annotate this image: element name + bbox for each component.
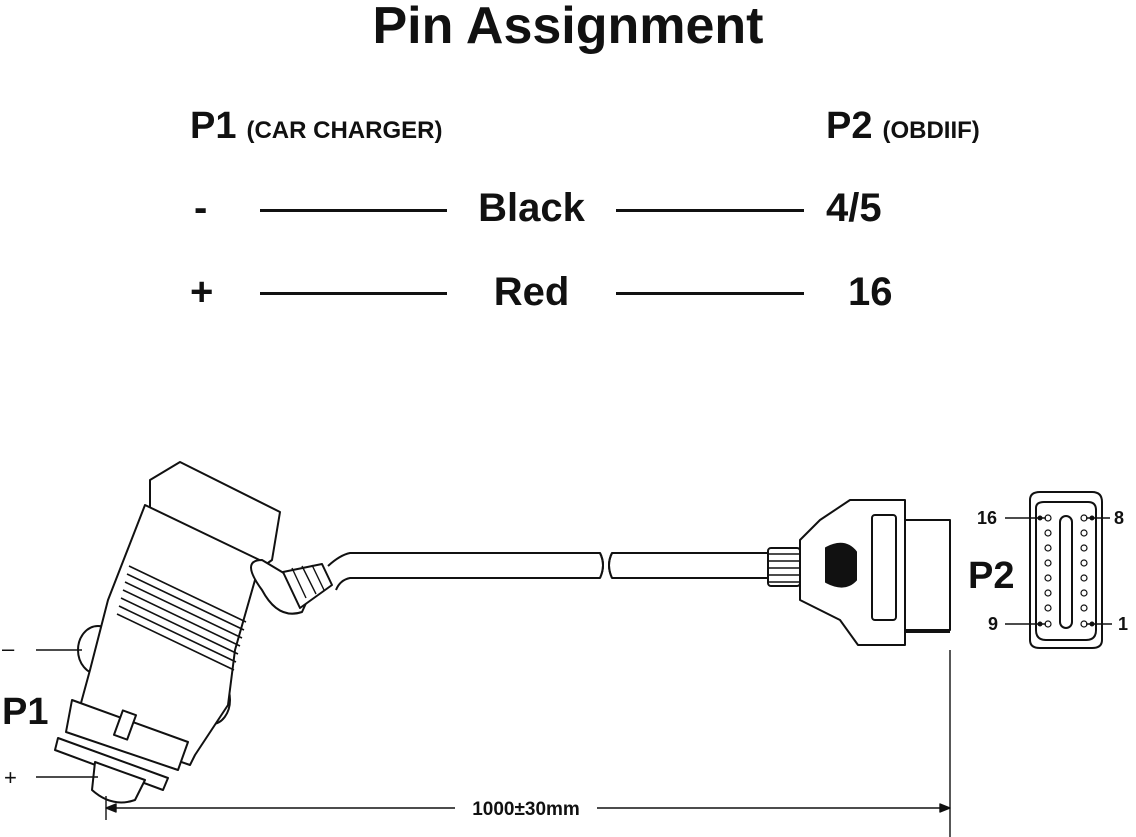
p1-header-label: P1 xyxy=(190,105,237,147)
row-1-wire-color: Black xyxy=(478,186,585,230)
row-1-line-right xyxy=(616,209,804,212)
p1-header-sub: (CAR CHARGER) xyxy=(246,117,443,144)
plug-flange xyxy=(54,737,169,791)
pinout-pins xyxy=(1044,514,1088,628)
car-charger-plug xyxy=(54,461,333,804)
row-2-line-left xyxy=(260,292,447,295)
drawing-p1-label: P1 xyxy=(2,691,48,733)
minus-terminal-label: – xyxy=(2,636,15,661)
p1-header: P1 (CAR CHARGER) xyxy=(190,105,442,148)
plug-grip-ribs xyxy=(116,565,247,671)
p2-header-label: P2 xyxy=(826,105,873,147)
obd-plug-face xyxy=(904,519,951,631)
length-label: 1000±30mm xyxy=(472,799,580,820)
dimension-line xyxy=(105,650,951,837)
p2-header-sub: (OBDIIF) xyxy=(882,117,980,144)
p2-header: P2 (OBDIIF) xyxy=(826,105,980,148)
pinout-key xyxy=(1059,515,1073,629)
plug-tip xyxy=(91,761,146,804)
pin-label-9: 9 xyxy=(988,614,998,634)
row-2-line-right xyxy=(616,292,804,295)
pin-label-16: 16 xyxy=(977,508,997,528)
drawing-p2-label: P2 xyxy=(968,555,1014,597)
row-1-p1-pin: - xyxy=(194,186,208,230)
pin-label-1: 1 xyxy=(1118,614,1128,634)
obd-latch-window xyxy=(871,514,897,621)
plus-terminal-label: + xyxy=(4,765,17,790)
row-1-p2-pin: 4/5 xyxy=(826,186,882,230)
obd-pinout xyxy=(1005,491,1112,649)
plug-notch xyxy=(112,709,138,741)
pin-label-8: 8 xyxy=(1114,508,1124,528)
row-1-line-left xyxy=(260,209,447,212)
obd-connector xyxy=(767,499,951,646)
obd-grip-pad xyxy=(825,542,857,588)
row-2-wire-color: Red xyxy=(493,270,570,314)
row-2-p2-pin: 16 xyxy=(848,270,893,314)
page-title: Pin Assignment xyxy=(372,0,764,55)
cable xyxy=(327,552,771,591)
row-2-p1-pin: + xyxy=(190,270,214,314)
